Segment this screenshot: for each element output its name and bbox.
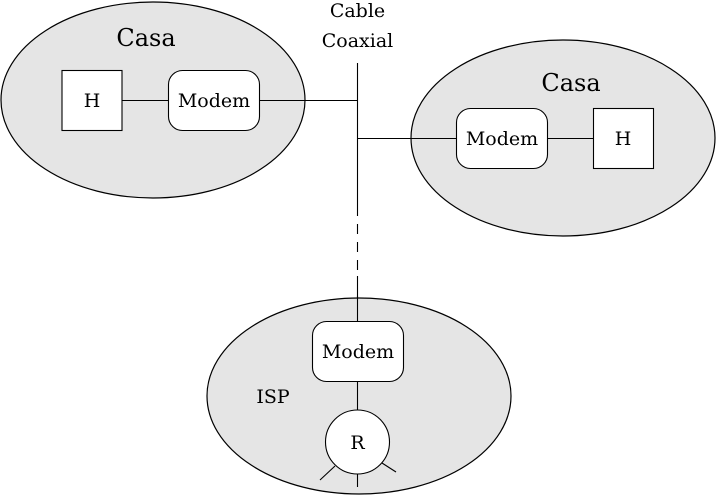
- home-right-modem: [455, 107, 549, 170]
- cable-label-line1: Cable: [330, 0, 385, 22]
- home-right: Casa Modem H: [357, 39, 716, 237]
- isp-router-label: R: [350, 432, 365, 454]
- home-left-modem-label: Modem: [178, 90, 250, 112]
- home-left-modem: [167, 69, 261, 132]
- home-left-host-label: H: [84, 90, 101, 112]
- isp-modem-label: Modem: [322, 341, 394, 363]
- home-left-title: Casa: [116, 24, 175, 52]
- home-right-host-label: H: [615, 128, 632, 150]
- home-right-modem-label: Modem: [466, 128, 538, 150]
- home-right-host: [592, 107, 655, 170]
- home-right-title: Casa: [541, 69, 600, 97]
- router-spoke-right: [381, 462, 397, 473]
- cable-label-line2: Coaxial: [322, 30, 394, 52]
- router-spoke-left: [319, 465, 336, 481]
- isp-router: [324, 409, 391, 475]
- isp-modem: [311, 320, 405, 383]
- isp: ISP Modem R: [206, 296, 512, 495]
- home-left: Casa H Modem: [0, 1, 358, 199]
- isp-title: ISP: [256, 386, 290, 408]
- isp-region: [206, 297, 512, 495]
- home-left-host: [61, 69, 123, 132]
